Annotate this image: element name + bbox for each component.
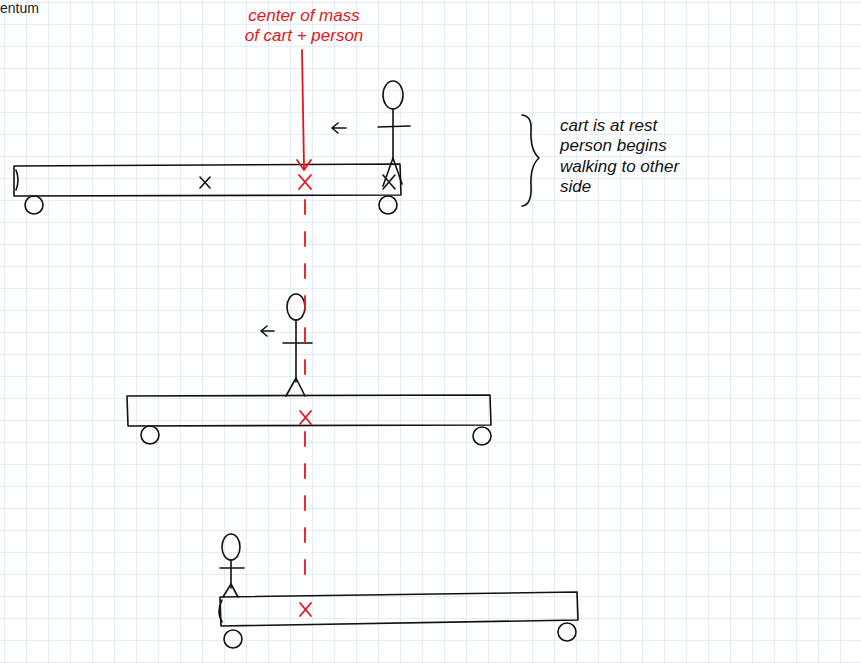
note: cart is at rest person begins walking to… <box>560 116 692 198</box>
annotation: center of mass of cart + person <box>240 6 368 47</box>
cart <box>219 592 578 648</box>
brace <box>522 115 539 206</box>
person <box>220 534 244 597</box>
dashed-guide <box>304 200 306 592</box>
pointer-arrow <box>297 50 311 170</box>
person <box>332 81 410 186</box>
center-of-mass-mark <box>300 603 311 616</box>
page-heading: entum <box>0 0 80 17</box>
cart <box>127 395 491 445</box>
cart <box>14 164 401 214</box>
center-of-mass-mark <box>300 411 311 424</box>
center-of-mass-mark <box>299 175 311 189</box>
